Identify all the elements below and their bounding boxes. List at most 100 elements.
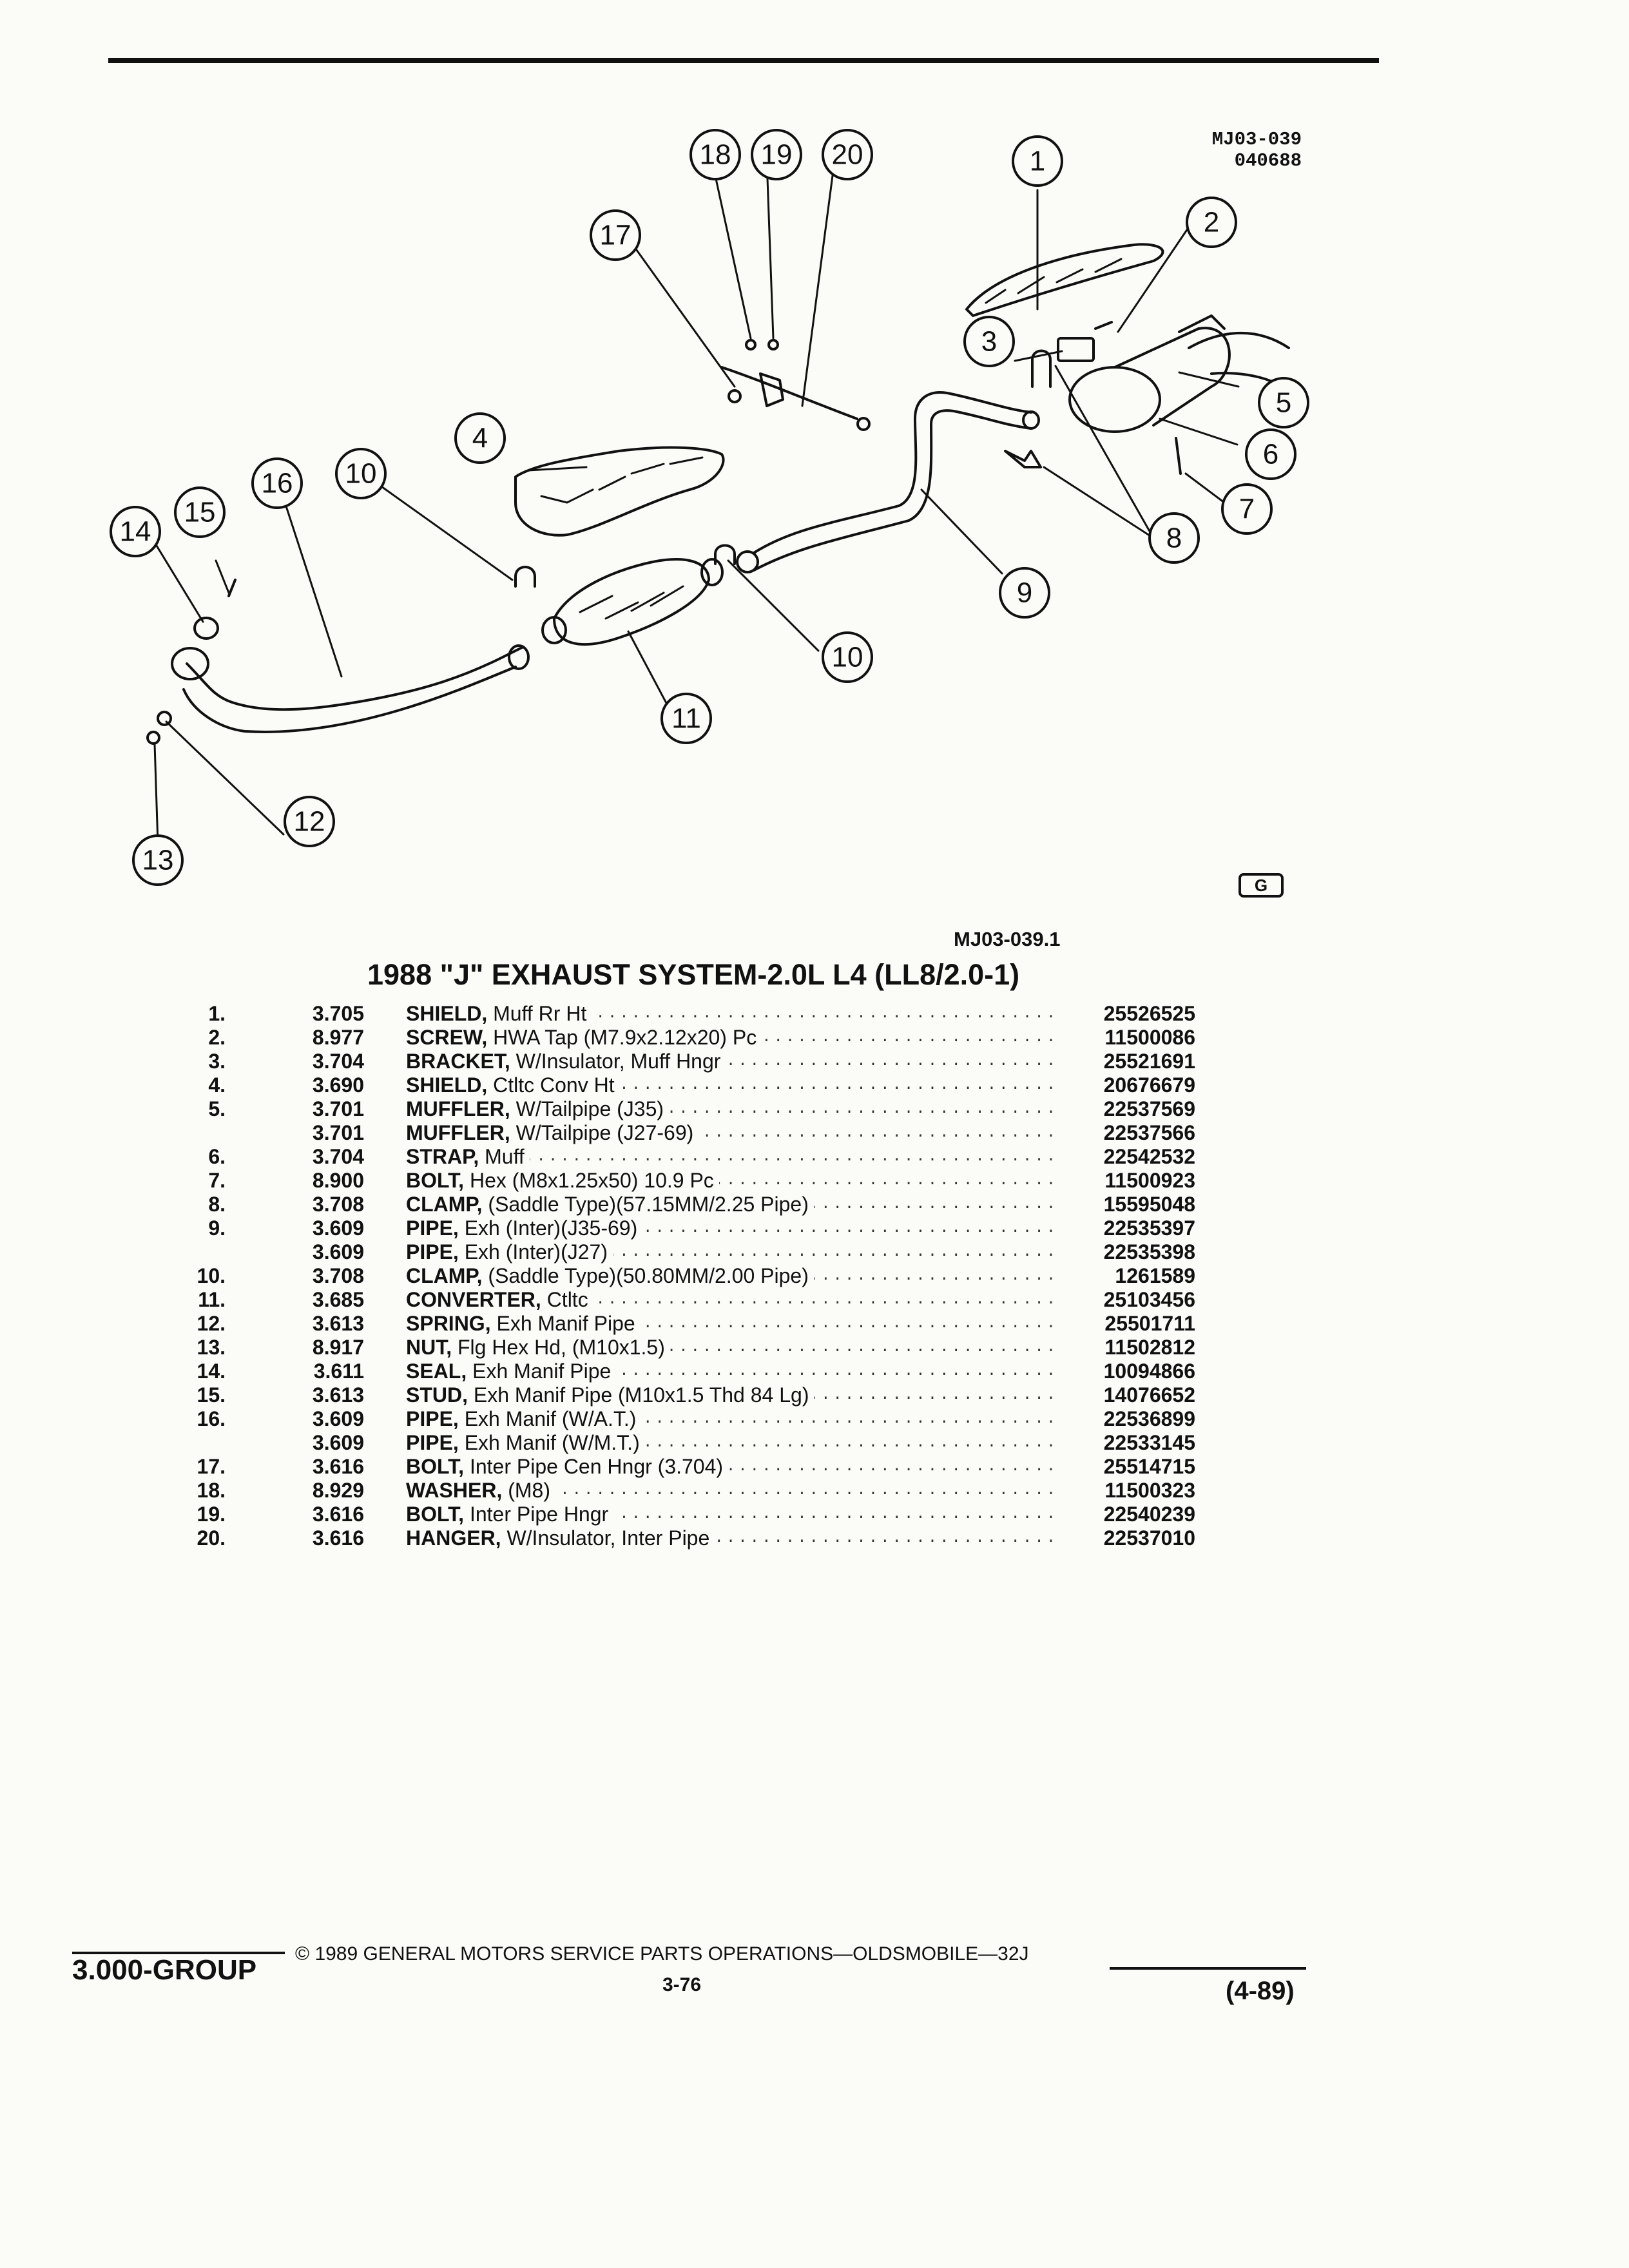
group-number: 3.609 bbox=[312, 1240, 364, 1264]
parts-row: 20.3.616................................… bbox=[180, 1526, 1211, 1550]
group-number: 3.609 bbox=[312, 1407, 364, 1430]
part-name: MUFFLER, bbox=[406, 1121, 510, 1144]
callout-5 bbox=[1258, 377, 1309, 428]
part-name: MUFFLER, bbox=[406, 1097, 510, 1120]
part-detail: Muff bbox=[485, 1145, 525, 1168]
part-detail: Exh (Inter)(J27) bbox=[464, 1240, 608, 1264]
callout-label: 14 bbox=[120, 516, 151, 548]
part-description: HANGER, W/Insulator, Inter Pipe bbox=[406, 1526, 715, 1550]
group-number: 3.611 bbox=[313, 1360, 364, 1383]
item-number: 11. bbox=[198, 1288, 226, 1311]
part-description: PIPE, Exh (Inter)(J27) bbox=[406, 1240, 613, 1264]
part-number: 25103456 bbox=[1054, 1288, 1195, 1312]
parts-row: 9.3.609.................................… bbox=[180, 1216, 1211, 1240]
part-description: CONVERTER, Ctltc bbox=[406, 1288, 593, 1312]
muffler-shape bbox=[1068, 366, 1161, 433]
callout-10b bbox=[822, 631, 873, 683]
part-description: BOLT, Inter Pipe Cen Hngr (3.704) bbox=[406, 1455, 729, 1479]
item-number: 16. bbox=[197, 1407, 226, 1430]
parts-row: 4.3.690.................................… bbox=[180, 1073, 1211, 1097]
part-description: MUFFLER, W/Tailpipe (J27-69) bbox=[406, 1121, 699, 1145]
callout-14 bbox=[110, 506, 161, 557]
revision-date: (4-89) bbox=[1226, 1977, 1295, 2005]
part-description: BRACKET, W/Insulator, Muff Hngr bbox=[406, 1050, 726, 1073]
group-number: 3.616 bbox=[312, 1503, 364, 1526]
group-number: 3.701 bbox=[312, 1097, 364, 1120]
top-rule bbox=[108, 58, 1379, 63]
callout-label: 4 bbox=[472, 423, 488, 454]
part-number: 25521691 bbox=[1054, 1050, 1195, 1073]
part-description: BOLT, Inter Pipe Hngr bbox=[406, 1503, 614, 1526]
part-name: PIPE, bbox=[406, 1216, 459, 1240]
callout-8 bbox=[1148, 512, 1200, 564]
callout-15 bbox=[174, 486, 226, 538]
parts-row: 13.8.917................................… bbox=[180, 1336, 1211, 1360]
part-name: STUD, bbox=[406, 1383, 468, 1407]
parts-row: 15.3.613................................… bbox=[180, 1383, 1211, 1407]
parts-row: 10.3.708................................… bbox=[180, 1264, 1211, 1288]
callout-16 bbox=[251, 457, 303, 509]
part-detail: (M8) bbox=[508, 1479, 550, 1502]
group-number: 8.917 bbox=[312, 1336, 364, 1359]
item-number: 6. bbox=[208, 1145, 226, 1168]
part-name: SEAL, bbox=[406, 1360, 467, 1383]
parts-list: 1.3.705.................................… bbox=[180, 1002, 1211, 1550]
parts-row: 14.3.611................................… bbox=[180, 1360, 1211, 1383]
group-number: 3.690 bbox=[312, 1073, 364, 1097]
part-name: SPRING, bbox=[406, 1312, 491, 1335]
callout-label: 5 bbox=[1276, 387, 1291, 419]
item-number: 2. bbox=[208, 1026, 226, 1049]
callout-label: 11 bbox=[671, 703, 701, 735]
part-number: 11500323 bbox=[1054, 1479, 1195, 1503]
part-description: CLAMP, (Saddle Type)(57.15MM/2.25 Pipe) bbox=[406, 1193, 814, 1216]
callout-label: 9 bbox=[1017, 577, 1032, 609]
part-description: PIPE, Exh (Inter)(J35-69) bbox=[406, 1216, 643, 1240]
parts-row: 5.3.701.................................… bbox=[180, 1097, 1211, 1121]
part-number: 22533145 bbox=[1054, 1431, 1195, 1455]
callout-label: 12 bbox=[294, 806, 325, 838]
part-name: WASHER, bbox=[406, 1479, 503, 1502]
exhaust-system-diagram: 1 2 3 4 5 6 7 8 9 10 10 11 12 13 14 15 1… bbox=[0, 116, 1629, 928]
drawing-code: MJ03-039 040688 bbox=[1179, 129, 1302, 171]
callout-label: 20 bbox=[832, 139, 863, 171]
parts-row: 18.8.929................................… bbox=[180, 1479, 1211, 1503]
drawing-code-line: 040688 bbox=[1234, 150, 1302, 171]
part-description: SPRING, Exh Manif Pipe bbox=[406, 1312, 641, 1336]
part-number: 15595048 bbox=[1054, 1193, 1195, 1216]
part-name: CLAMP, bbox=[406, 1264, 483, 1287]
callout-19 bbox=[751, 129, 802, 180]
callout-label: 6 bbox=[1263, 439, 1278, 470]
part-detail: Exh Manif Pipe bbox=[496, 1312, 635, 1335]
callout-label: 1 bbox=[1030, 146, 1045, 177]
part-name: BOLT, bbox=[406, 1503, 465, 1526]
bracket-shape bbox=[1057, 337, 1095, 362]
part-number: 11500923 bbox=[1054, 1169, 1195, 1193]
group-number: 8.977 bbox=[312, 1026, 364, 1049]
saddle-clamp-8-shape bbox=[1031, 349, 1052, 388]
item-number: 7. bbox=[208, 1169, 226, 1192]
part-number: 14076652 bbox=[1054, 1383, 1195, 1407]
part-number: 22537566 bbox=[1054, 1121, 1195, 1145]
group-number: 8.900 bbox=[312, 1169, 364, 1192]
part-detail: Exh Manif Pipe (M10x1.5 Thd 84 Lg) bbox=[473, 1383, 809, 1407]
part-detail: Ctltc bbox=[546, 1288, 588, 1311]
callout-label: 19 bbox=[761, 139, 793, 171]
parts-row: 6.3.704.................................… bbox=[180, 1145, 1211, 1169]
parts-row: 3.701...................................… bbox=[180, 1121, 1211, 1145]
parts-row: 7.8.900.................................… bbox=[180, 1169, 1211, 1193]
part-description: STUD, Exh Manif Pipe (M10x1.5 Thd 84 Lg) bbox=[406, 1383, 815, 1407]
part-number: 1261589 bbox=[1054, 1264, 1195, 1288]
gm-logo-icon: G bbox=[1239, 873, 1284, 898]
part-description: SCREW, HWA Tap (M7.9x2.12x20) Pc bbox=[406, 1026, 762, 1050]
part-detail: W/Insulator, Inter Pipe bbox=[506, 1526, 710, 1550]
group-number: 3.685 bbox=[312, 1288, 364, 1311]
part-name: SCREW, bbox=[406, 1026, 488, 1049]
group-number: 3.708 bbox=[312, 1193, 364, 1216]
part-number: 22536899 bbox=[1054, 1407, 1195, 1431]
callout-label: 10 bbox=[345, 458, 377, 490]
callout-13 bbox=[132, 834, 184, 886]
page-number: 3-76 bbox=[662, 1974, 702, 1995]
part-number: 22535398 bbox=[1054, 1240, 1195, 1264]
part-description: MUFFLER, W/Tailpipe (J35) bbox=[406, 1097, 670, 1121]
part-name: SHIELD, bbox=[406, 1073, 488, 1097]
